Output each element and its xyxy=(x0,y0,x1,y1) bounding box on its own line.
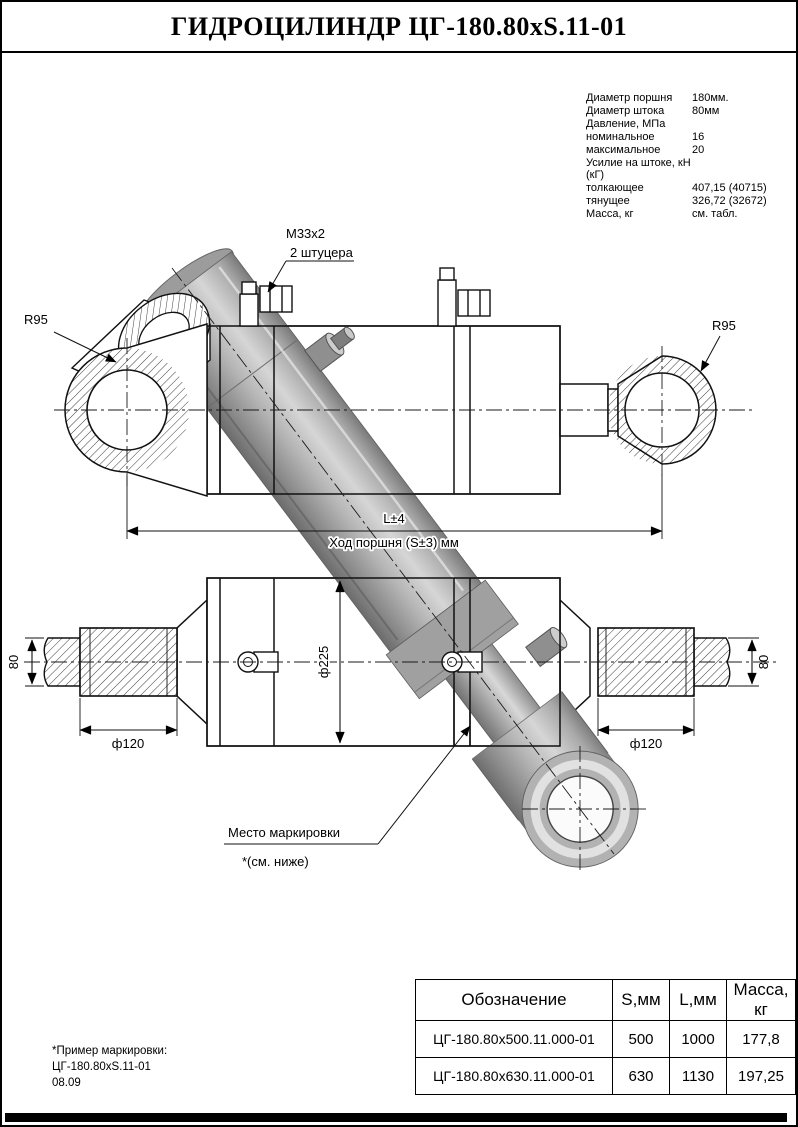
leader-marking xyxy=(377,725,471,845)
spec-label: номинальное xyxy=(586,130,655,143)
label-pin-dim-left: ф120 xyxy=(112,736,144,751)
cell-mass: 197,25 xyxy=(726,1057,796,1095)
title-divider xyxy=(2,51,796,53)
centerlines xyxy=(24,267,778,870)
spec-value: см. табл. xyxy=(692,208,738,221)
spec-label: Давление, МПа xyxy=(586,117,666,130)
footnote-line3: 08.09 xyxy=(52,1077,81,1089)
size-table: Обозначение S,мм L,мм Масса, кг ЦГ-180.8… xyxy=(415,979,796,1095)
drawing-labels: М33х2 2 штуцера R95 R95 L±4 Ход поршня (… xyxy=(6,226,771,869)
footnote-line2: ЦГ-180.80хS.11-01 xyxy=(52,1061,151,1073)
spec-row: Масса, кг см. табл. xyxy=(586,208,782,221)
pictorial-port-fitting xyxy=(304,326,355,373)
label-stroke-dim: Ход поршня (S±3) мм xyxy=(329,535,459,550)
footnote-line1: *Пример маркировки: xyxy=(52,1045,168,1057)
marking-example-note: *Пример маркировки: ЦГ-180.80хS.11-01 08… xyxy=(52,1043,167,1091)
label-marking-note: *(см. ниже) xyxy=(242,854,309,869)
spec-row: Усилие на штоке, кН (кГ) xyxy=(586,157,782,183)
label-fitting-thread: М33х2 xyxy=(286,226,325,241)
cell-s: 500 xyxy=(612,1020,670,1058)
leader-lines xyxy=(53,260,721,845)
label-radius-right: R95 xyxy=(712,318,736,333)
dimension-lines xyxy=(25,470,759,744)
spec-label: максимальное xyxy=(586,143,661,156)
leader-r95-right xyxy=(700,335,721,372)
cell-l: 1130 xyxy=(669,1057,727,1095)
label-eye-dim-right: 80 xyxy=(756,655,771,669)
label-bore-dim: ф225 xyxy=(316,646,331,678)
col-header-mass: Масса, кг xyxy=(726,979,796,1021)
spec-value: 16 xyxy=(692,130,705,143)
col-header-l: L,мм xyxy=(669,979,727,1021)
spec-label: Диаметр штока xyxy=(586,104,665,117)
cell-l: 1000 xyxy=(669,1020,727,1058)
label-marking: Место маркировки xyxy=(228,825,340,840)
table-row: ЦГ-180.80х500.11.000-01 500 1000 177,8 xyxy=(415,1020,796,1058)
port-fittings-top xyxy=(239,267,491,327)
label-radius-left: R95 xyxy=(24,312,48,327)
spec-label: Масса, кг xyxy=(586,208,634,221)
spec-value: 326,72 (32672) xyxy=(692,195,767,208)
spec-label: Диаметр поршня xyxy=(586,92,673,104)
leader-fitting xyxy=(267,260,287,293)
spec-list: Диаметр поршня 180мм. Диаметр штока 80мм Д… xyxy=(586,92,782,221)
page-title: ГИДРОЦИЛИНДР ЦГ-180.80хS.11-01 xyxy=(170,12,628,41)
pictorial-cylinder xyxy=(138,248,639,868)
spec-row: Давление, МПа xyxy=(586,118,782,131)
spec-label: Усилие на штоке, кН (кГ) xyxy=(586,156,691,182)
size-table-header-row: Обозначение S,мм L,мм Масса, кг xyxy=(415,979,796,1021)
spec-value: 180мм. xyxy=(692,92,729,104)
cell-mass: 177,8 xyxy=(726,1020,796,1058)
label-pin-dim-right: ф120 xyxy=(630,736,662,751)
spec-value: 20 xyxy=(692,143,705,156)
pictorial-port-fitting-2 xyxy=(525,627,568,668)
spec-row: тянущее 326,72 (32672) xyxy=(586,195,782,208)
col-header-designation: Обозначение xyxy=(415,979,613,1021)
label-fitting-count: 2 штуцера xyxy=(290,245,354,260)
spec-row: максимальное 20 xyxy=(586,144,782,157)
cell-designation: ЦГ-180.80х630.11.000-01 xyxy=(415,1057,613,1095)
spec-row: Диаметр поршня 180мм. xyxy=(586,92,782,105)
sheet-bottom-bar xyxy=(5,1113,787,1122)
top-view-left-eye xyxy=(64,322,208,498)
spec-label: толкающее xyxy=(586,182,644,195)
spec-row: Диаметр штока 80мм xyxy=(586,105,782,118)
spec-row: номинальное 16 xyxy=(586,131,782,144)
cell-designation: ЦГ-180.80х500.11.000-01 xyxy=(415,1020,613,1058)
leader-r95-left xyxy=(53,331,117,363)
spec-value: 80мм xyxy=(692,104,720,117)
spec-label: тянущее xyxy=(586,195,630,208)
table-row: ЦГ-180.80х630.11.000-01 630 1130 197,25 xyxy=(415,1057,796,1095)
label-length-dim: L±4 xyxy=(383,511,405,526)
col-header-s: S,мм xyxy=(612,979,670,1021)
label-eye-dim-left: 80 xyxy=(6,655,21,669)
spec-row: толкающее 407,15 (40715) xyxy=(586,182,782,195)
cell-s: 630 xyxy=(612,1057,670,1095)
spec-value: 407,15 (40715) xyxy=(692,182,767,195)
